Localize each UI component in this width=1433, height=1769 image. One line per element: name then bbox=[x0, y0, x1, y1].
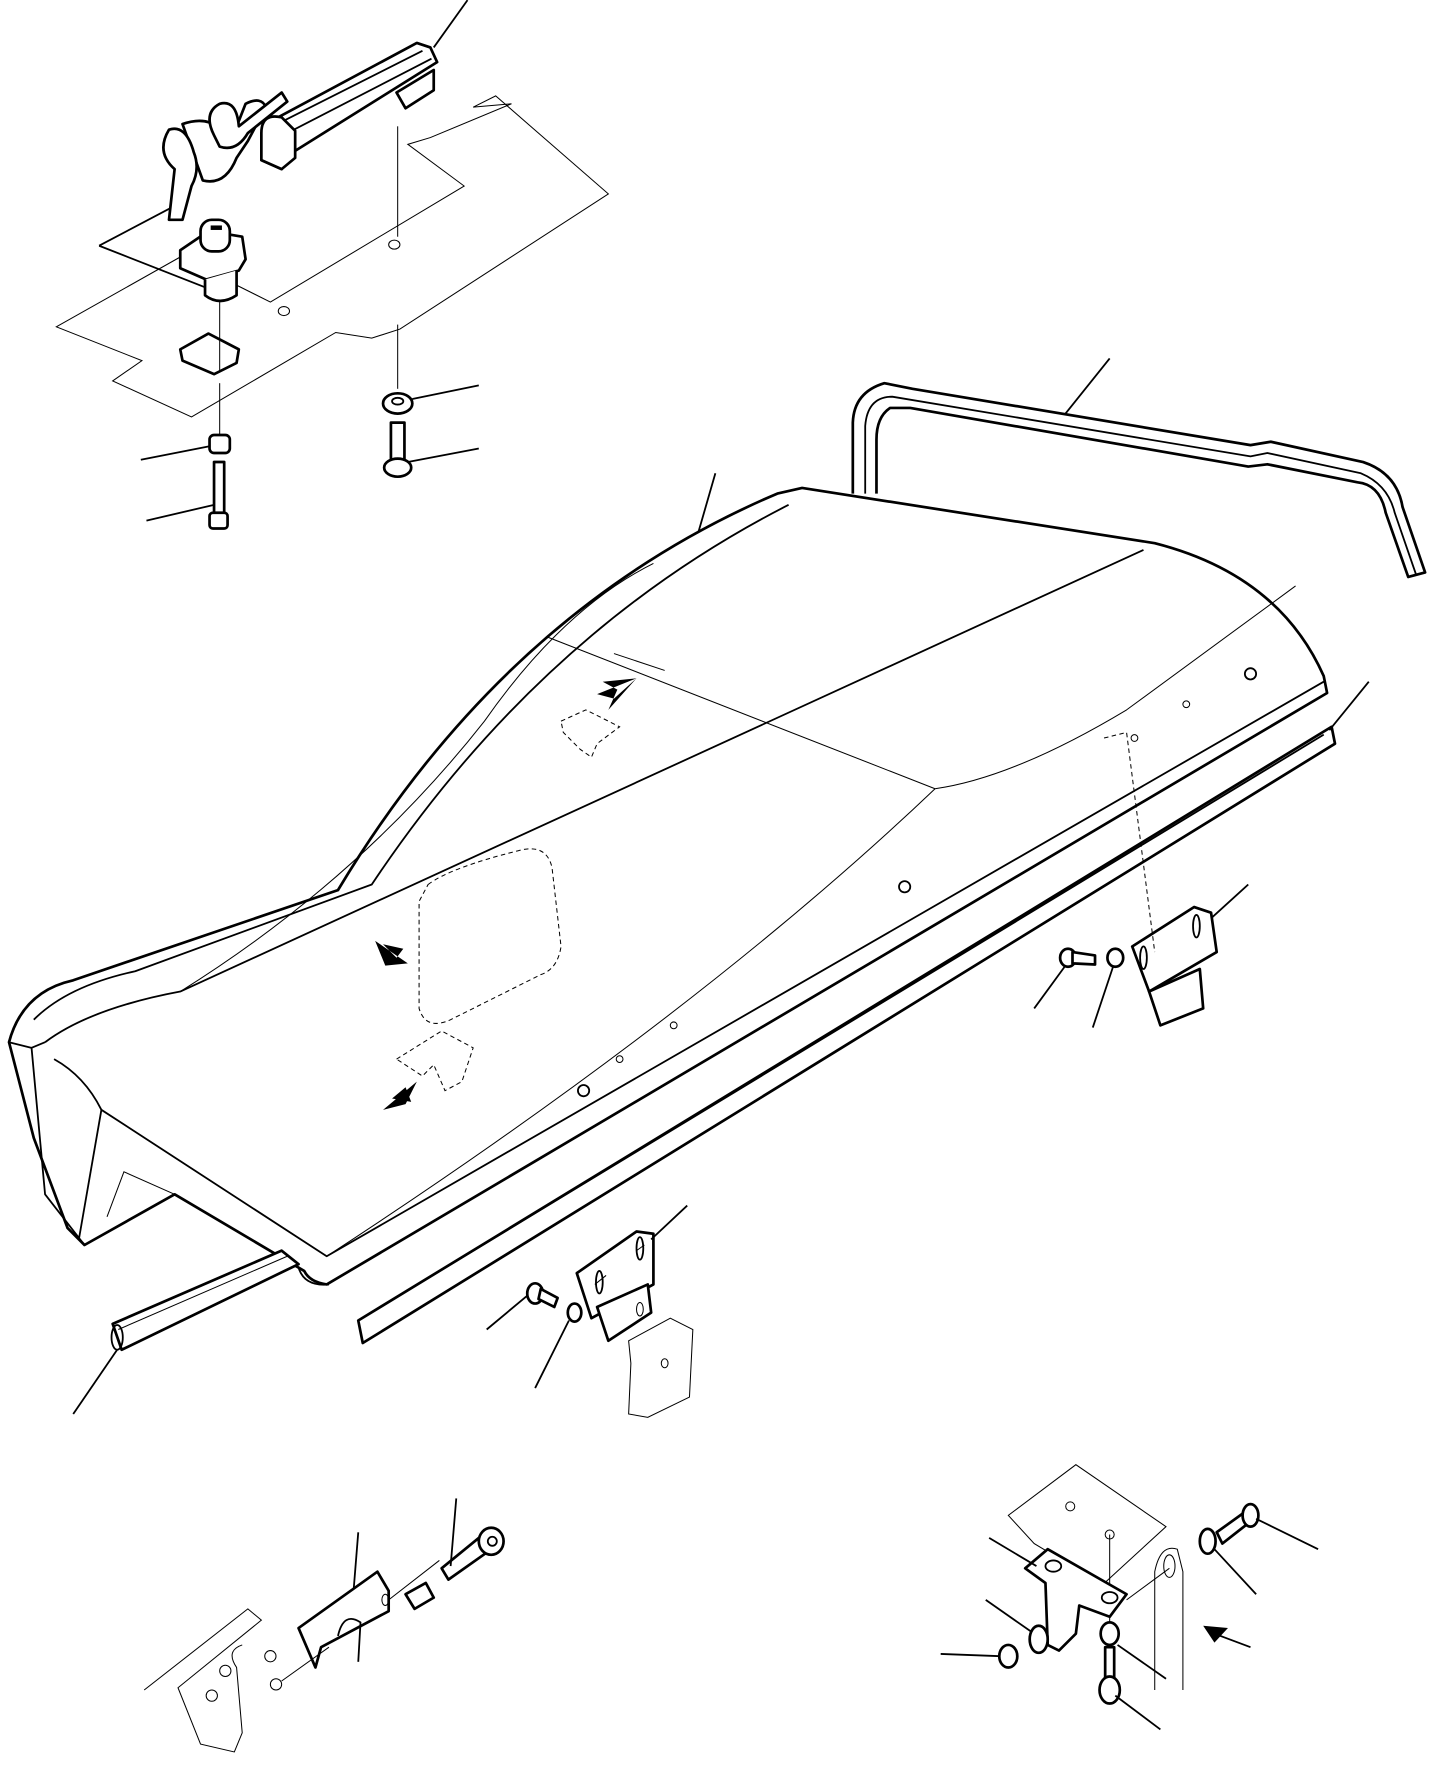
lock-cylinder bbox=[178, 218, 247, 303]
hidden-panel-outline bbox=[418, 848, 562, 1024]
leader-line bbox=[352, 1532, 360, 1589]
plate-hole bbox=[277, 306, 291, 317]
washer bbox=[1106, 947, 1125, 969]
leader-line bbox=[407, 447, 479, 463]
plate-edge bbox=[98, 202, 181, 247]
nut bbox=[208, 433, 232, 455]
bolt bbox=[1215, 1502, 1260, 1545]
leader-line bbox=[486, 1295, 528, 1331]
cover-hole bbox=[1243, 667, 1258, 681]
hidden-bracket-top bbox=[560, 709, 621, 758]
leader-line bbox=[697, 473, 717, 533]
nut bbox=[997, 1643, 1019, 1669]
leader-line bbox=[1117, 1644, 1167, 1680]
hidden-bracket bbox=[395, 1030, 474, 1092]
rear-hinge bbox=[1033, 731, 1249, 1028]
lower-strip bbox=[356, 681, 1370, 1345]
leader-line bbox=[432, 0, 469, 48]
keys bbox=[162, 91, 289, 222]
bolt bbox=[382, 421, 413, 479]
leader-line bbox=[1091, 966, 1114, 1028]
handle bbox=[260, 41, 439, 171]
leader-line bbox=[1033, 966, 1066, 1009]
leader-line bbox=[534, 1320, 570, 1389]
leader-line bbox=[1213, 1548, 1257, 1595]
nut bbox=[1099, 1621, 1121, 1647]
cover-hole bbox=[615, 1055, 624, 1064]
leader-line bbox=[1255, 1517, 1319, 1550]
cover-hole bbox=[1130, 734, 1139, 742]
leader-line bbox=[1063, 357, 1111, 416]
washer bbox=[381, 391, 414, 415]
seal-rail bbox=[851, 357, 1427, 579]
gas-strut bbox=[1154, 1547, 1184, 1690]
eye-bolt bbox=[440, 1526, 505, 1581]
latch-detail bbox=[143, 1498, 505, 1753]
leader-line bbox=[146, 503, 215, 522]
cab-cover bbox=[7, 473, 1329, 1286]
leader-line bbox=[1114, 1694, 1161, 1731]
mounting-plate-outline bbox=[55, 95, 610, 418]
cover-hole bbox=[898, 880, 912, 894]
cover-hole bbox=[669, 1021, 678, 1030]
bolt bbox=[525, 1281, 560, 1309]
leader-line bbox=[449, 1498, 458, 1567]
cover-hole bbox=[1182, 700, 1191, 709]
long-bolt bbox=[208, 460, 229, 530]
bolt bbox=[1058, 947, 1097, 969]
mounting-plate-outline bbox=[628, 1317, 694, 1418]
leader-line bbox=[72, 1349, 118, 1415]
leader-line bbox=[1210, 883, 1249, 919]
leader-line bbox=[1328, 681, 1370, 731]
leader-line bbox=[985, 1599, 1032, 1633]
washer bbox=[566, 1302, 583, 1323]
lock-assembly bbox=[55, 0, 610, 530]
washer bbox=[1198, 1527, 1217, 1556]
cover-hole bbox=[577, 1084, 591, 1098]
screw bbox=[1098, 1645, 1122, 1705]
arrow-icon bbox=[375, 940, 408, 966]
leader-line bbox=[140, 445, 210, 461]
washer bbox=[1028, 1624, 1050, 1655]
plate-edge-2 bbox=[98, 244, 215, 292]
handle-hole bbox=[388, 239, 401, 250]
front-hinge bbox=[486, 1204, 694, 1418]
leader-line bbox=[412, 384, 479, 400]
leader-line bbox=[988, 1537, 1037, 1567]
strut-mount-detail bbox=[940, 1464, 1319, 1731]
leader-line bbox=[650, 1204, 688, 1241]
arrow-icon bbox=[597, 678, 637, 710]
lock-hole bbox=[178, 332, 241, 376]
leader-line bbox=[940, 1653, 1001, 1658]
tube bbox=[72, 1249, 300, 1415]
